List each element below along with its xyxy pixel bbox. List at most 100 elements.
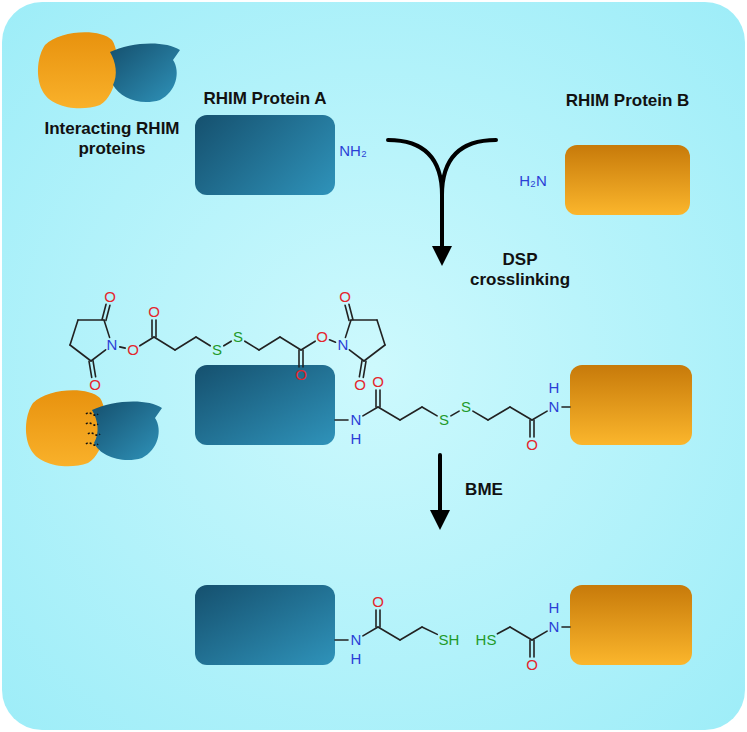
bond-line bbox=[155, 320, 157, 337]
bond-line bbox=[335, 639, 348, 641]
bond-line bbox=[451, 411, 459, 416]
atom-label: N bbox=[107, 336, 118, 353]
arrow-head bbox=[430, 510, 450, 530]
atom-label: H bbox=[351, 430, 362, 447]
chemical-bonds bbox=[70, 304, 570, 657]
bond-line bbox=[151, 320, 153, 337]
bond-line bbox=[345, 305, 349, 320]
protein-heading: RHIM Protein B bbox=[566, 91, 690, 111]
atom-label: O bbox=[295, 366, 307, 383]
bond-line bbox=[329, 340, 335, 342]
atom-label: S bbox=[233, 328, 243, 345]
atom-label: S bbox=[461, 398, 471, 415]
atom-label: O bbox=[104, 288, 116, 305]
bond-line bbox=[378, 407, 400, 420]
bond-line bbox=[349, 304, 353, 319]
bond-line bbox=[363, 361, 366, 377]
caption-label: Interacting RHIM proteins bbox=[42, 119, 182, 158]
protein-a-box bbox=[195, 365, 335, 445]
atom-label: O bbox=[127, 341, 139, 358]
atom-label: O bbox=[316, 328, 328, 345]
bond-line bbox=[379, 390, 381, 407]
bond-line bbox=[488, 407, 510, 420]
bond-line bbox=[70, 320, 78, 345]
atom-label: O bbox=[354, 376, 366, 393]
arrow-head bbox=[432, 246, 452, 266]
atom-label: O bbox=[148, 303, 160, 320]
bond-line bbox=[70, 345, 91, 361]
bond-line bbox=[510, 627, 532, 640]
protein-box: RHIM Protein B bbox=[565, 145, 690, 215]
bond-line bbox=[359, 361, 362, 377]
bond-line bbox=[510, 407, 532, 420]
atom-label: N bbox=[549, 618, 560, 635]
bond-line bbox=[93, 361, 96, 377]
bond-line bbox=[349, 350, 364, 361]
bond-line bbox=[422, 627, 437, 634]
atom-label: O bbox=[339, 288, 351, 305]
atom-label: N bbox=[338, 336, 349, 353]
protein-b-box bbox=[570, 585, 692, 665]
bond-line bbox=[562, 406, 570, 408]
atom-label: SH bbox=[439, 631, 460, 648]
protein-b-box bbox=[570, 365, 692, 445]
bond-line bbox=[497, 627, 510, 634]
bond-line bbox=[562, 626, 570, 628]
reduction-arrow bbox=[438, 455, 442, 512]
bond-line bbox=[364, 345, 385, 361]
atom-label: O bbox=[89, 376, 101, 393]
bond-line bbox=[351, 319, 377, 321]
bond-line bbox=[280, 337, 301, 350]
bond-line bbox=[224, 341, 231, 346]
amine-label: H₂N bbox=[519, 172, 547, 189]
atom-label: N bbox=[351, 411, 362, 428]
bond-line bbox=[106, 305, 110, 320]
bond-line bbox=[345, 320, 351, 337]
step-label: BME bbox=[465, 480, 503, 500]
bond-line bbox=[532, 411, 547, 420]
atom-label: N bbox=[549, 398, 560, 415]
bond-line bbox=[301, 341, 315, 350]
bond-line bbox=[298, 350, 300, 367]
protein-heading: RHIM Protein A bbox=[203, 89, 326, 109]
protein-a-box bbox=[195, 585, 335, 665]
bond-line bbox=[529, 420, 531, 437]
bond-line bbox=[400, 407, 422, 420]
atom-label: HS bbox=[476, 631, 497, 648]
bond-line bbox=[154, 337, 175, 350]
bond-line bbox=[302, 350, 304, 367]
amine-label: NH₂ bbox=[339, 142, 367, 159]
bond-line bbox=[91, 350, 106, 361]
bond-line bbox=[533, 420, 535, 437]
bond-line bbox=[379, 610, 381, 627]
atom-label: H bbox=[549, 379, 560, 396]
bond-line bbox=[378, 627, 400, 640]
bond-line bbox=[245, 341, 259, 350]
step-label: DSP crosslinking bbox=[460, 250, 580, 289]
crosslinked-proteins-icon bbox=[26, 390, 162, 466]
bond-line bbox=[363, 407, 378, 416]
bond-line bbox=[532, 631, 547, 640]
bond-line bbox=[375, 390, 377, 407]
bond-line bbox=[175, 337, 196, 350]
interacting-proteins-icon bbox=[38, 32, 180, 108]
atom-label: H bbox=[351, 650, 362, 667]
bond-line bbox=[78, 319, 104, 321]
protein-box: RHIM Protein A bbox=[195, 115, 335, 195]
bond-line bbox=[104, 320, 110, 337]
bond-line bbox=[533, 640, 535, 657]
bond-line bbox=[89, 361, 92, 377]
atom-label: H bbox=[549, 599, 560, 616]
bond-line bbox=[377, 320, 385, 345]
bond-line bbox=[102, 304, 106, 319]
bond-line bbox=[422, 407, 437, 416]
bond-line bbox=[259, 337, 280, 350]
atom-label: O bbox=[526, 656, 538, 673]
merge-arrow bbox=[388, 140, 496, 248]
bond-line bbox=[473, 411, 488, 420]
bond-line bbox=[363, 627, 378, 636]
atom-label: S bbox=[439, 411, 449, 428]
bond-line bbox=[400, 627, 422, 640]
